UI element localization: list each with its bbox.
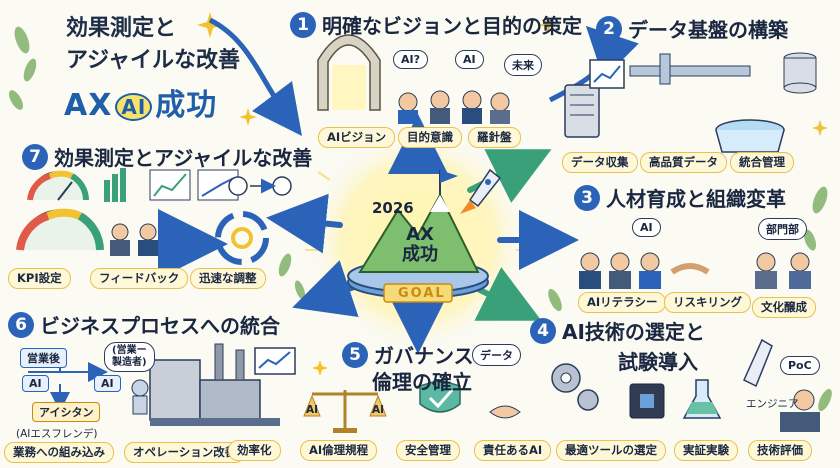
section3-label-culture: 文化醸成 [752, 297, 816, 318]
main-title-line2: アジャイルな改善 [66, 48, 241, 73]
radial-arrows [266, 114, 579, 354]
section6-illustration [28, 343, 296, 426]
section4-number: 4 [530, 317, 556, 344]
section1-illustration [317, 34, 510, 124]
center-label-line1: AX [406, 224, 434, 245]
section2-number: 2 [596, 15, 622, 42]
section6-label-embed: 業務への組み込み [4, 442, 114, 463]
section6-label-efficiency: 効率化 [228, 440, 281, 461]
section3-bubble-dept: 部門部 [758, 218, 807, 240]
section4-label-poc: 実証実験 [674, 440, 738, 461]
section1-bubble-ai-question: AI? [393, 50, 428, 69]
section2-label-data-collection: データ収集 [562, 152, 638, 173]
section6-flow-ai-right: AI [94, 375, 121, 392]
section1-label-ai-vision: AIビジョン [318, 127, 396, 148]
section4-title-line2: 試験導入 [618, 350, 698, 374]
ax-suffix: 成功 [155, 88, 218, 123]
section2-title: データ基盤の構築 [628, 18, 788, 42]
main-title-line1: 効果測定と [66, 16, 177, 41]
section3-illustration [579, 252, 811, 289]
section3-bubble-ai: AI [632, 218, 661, 237]
section4-label-tool-selection: 最適ツールの選定 [556, 440, 666, 461]
ai-badge: AI [115, 92, 153, 121]
section1-bubble-future: 未来 [504, 54, 542, 76]
section4-bubble-poc: PoC [780, 356, 820, 375]
ax-prefix: AX [64, 88, 113, 123]
section5-scale-right-text: AI [372, 404, 385, 416]
section4-role-engineer: エンジニア [746, 398, 799, 410]
section5-label-responsible-ai: 責任あるAI [474, 440, 552, 461]
section5-label-safety: 安全管理 [396, 440, 460, 461]
section6-bubble-sales-manufacturing: (営業ー 製造者) [104, 342, 155, 372]
section1-number: 1 [290, 11, 316, 38]
section6-title: ビジネスプロセスへの統合 [40, 314, 280, 338]
section1-bubble-ai: AI [455, 50, 484, 69]
section4-illustration [551, 338, 820, 432]
section6-flow-ai-left: AI [22, 375, 49, 392]
section7-label-feedback: フィードバック [90, 268, 189, 289]
rocket-icon [460, 168, 502, 214]
center-label: AX 成功 [390, 225, 450, 265]
section3-number: 3 [574, 184, 600, 211]
section5-illustration [303, 379, 521, 433]
section6-label-operations: オペレーション改善 [124, 442, 246, 463]
section6-note: (AIエスフレンデ) [16, 428, 98, 440]
section2-illustration [564, 52, 817, 153]
section2-label-integrated-mgmt: 統合管理 [730, 152, 794, 173]
section5-bubble-data: データ [472, 344, 521, 366]
sweep-arrow-left [208, 17, 302, 137]
decorative-leaves [9, 26, 832, 412]
center-label-line2: 成功 [402, 244, 438, 265]
section4-title-line1: AI技術の選定と [562, 320, 705, 344]
section6-flow-sales: 営業後 [20, 348, 67, 368]
section7-title: 効果測定とアジャイルな改善 [54, 146, 313, 170]
section3-label-reskilling: リスキリング [664, 292, 751, 313]
section5-scale-left-text: AI [306, 404, 319, 416]
section6-flow-assistant: アイシタン [32, 402, 101, 422]
center-year: 2026 [372, 199, 414, 217]
section1-label-compass: 羅針盤 [468, 127, 521, 148]
section1-title: 明確なビジョンと目的の策定 [322, 14, 582, 38]
section7-illustration [16, 168, 292, 279]
section2-label-quality-data: 高品質データ [640, 152, 727, 173]
section7-label-rapid-adjust: 迅速な調整 [190, 268, 266, 289]
section3-title: 人材育成と組織変革 [606, 187, 786, 211]
section5-title-line2: 倫理の確立 [372, 370, 472, 394]
section6-number: 6 [8, 311, 34, 338]
section1-label-purpose: 目的意識 [398, 127, 462, 148]
goal-label: GOAL [398, 286, 446, 301]
section7-number: 7 [22, 143, 48, 170]
mountain-icon [358, 170, 480, 273]
section5-number: 5 [342, 341, 368, 368]
section4-label-tech-eval: 技術評価 [748, 440, 812, 461]
section3-label-ai-literacy: AIリテラシー [578, 292, 667, 313]
section5-label-ai-ethics: AI倫理規程 [300, 440, 378, 461]
section7-label-kpi: KPI設定 [8, 268, 71, 289]
